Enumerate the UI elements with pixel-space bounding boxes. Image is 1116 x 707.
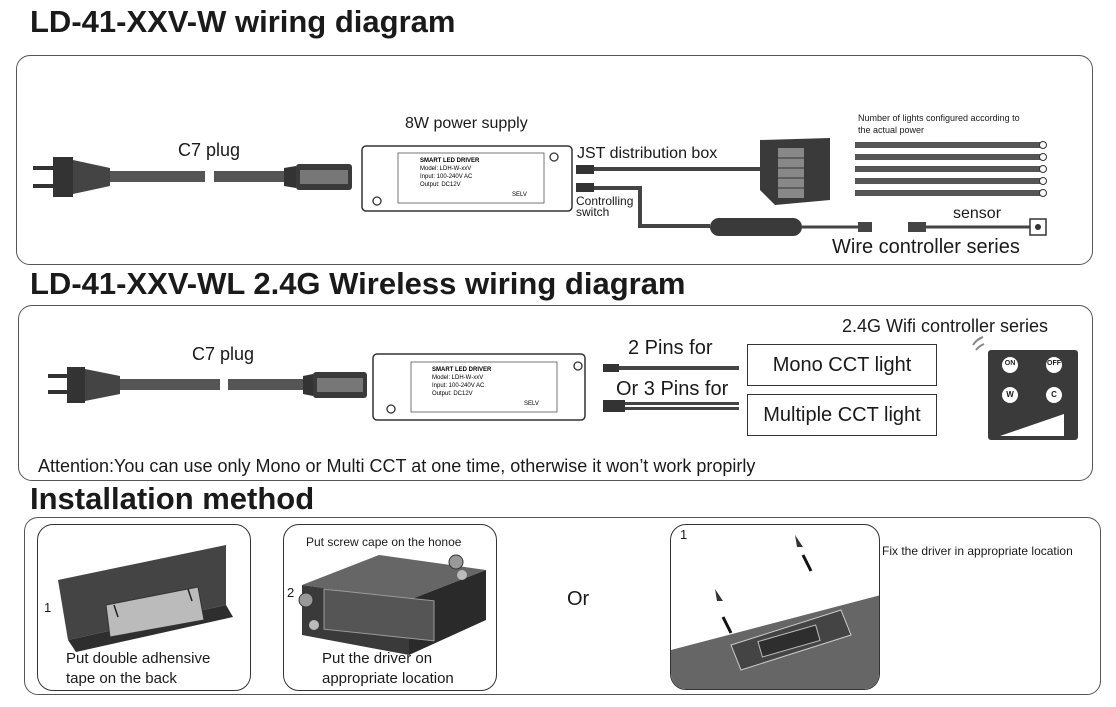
step1-text: Put double adhensive tape on the back	[66, 650, 211, 687]
step2-drawing	[298, 554, 486, 655]
mono-cct-light-box: Mono CCT light	[747, 344, 937, 386]
c7-plug-label-2: C7 plug	[192, 344, 255, 364]
svg-text:Output: DC12V: Output: DC12V	[420, 182, 461, 188]
remote-on-button: ON	[1004, 360, 1016, 367]
step2-text: Put the driver on appropriate location	[322, 650, 454, 687]
light-strips	[855, 141, 1047, 197]
svg-text:SMART LED DRIVER: SMART LED DRIVER	[432, 367, 492, 373]
lights-note-label: Number of lights configured according to…	[858, 113, 1020, 135]
svg-text:SELV: SELV	[524, 401, 539, 407]
wifi-series-label: 2.4G Wifi controller series	[842, 316, 1049, 336]
multi-cct-light-box: Multiple CCT light	[747, 394, 937, 436]
step3-text: Fix the driver in appropriate location	[882, 544, 1073, 558]
section3-panel	[24, 517, 1101, 695]
sensor-icon	[908, 218, 1047, 236]
power-supply-icon: SMART LED DRIVER Model: LDH-W-xxV Input:…	[361, 145, 573, 212]
wire-controller-icon	[710, 218, 872, 236]
jst-box-icon	[760, 138, 830, 205]
section2-panel	[18, 305, 1093, 481]
section1-title: LD-41-XXV-W wiring diagram	[30, 4, 456, 39]
sensor-label: sensor	[953, 205, 1002, 222]
or-label: Or	[567, 588, 590, 610]
step3-number: 1	[680, 527, 688, 542]
svg-text:Model: LDH-W-xxV: Model: LDH-W-xxV	[432, 375, 483, 381]
wire-controller-label: Wire controller series	[832, 236, 1020, 258]
c7-plug-label: C7 plug	[178, 140, 241, 160]
svg-text:Input: 100-240V AC: Input: 100-240V AC	[432, 383, 485, 389]
svg-text:Input: 100-240V AC: Input: 100-240V AC	[420, 174, 473, 180]
step2-top-text: Put screw cape on the honoe	[306, 535, 462, 549]
pins3-label: Or 3 Pins for	[616, 378, 729, 400]
section3-title: Installation method	[30, 481, 315, 516]
svg-text:Output: DC12V: Output: DC12V	[432, 391, 473, 397]
wifi-remote-icon	[972, 336, 1078, 440]
power-supply-label: 8W power supply	[405, 115, 528, 132]
svg-text:Model: LDH-W-xxV: Model: LDH-W-xxV	[420, 166, 471, 172]
attention-note: Attention:You can use only Mono or Multi…	[38, 456, 756, 476]
pins2-label: 2 Pins for	[628, 337, 713, 359]
remote-off-button: OFF	[1047, 360, 1061, 367]
step1-number: 1	[44, 600, 52, 615]
step3-card: 1	[670, 524, 880, 690]
step2-number: 2	[287, 585, 295, 600]
controlling-switch-label: Controlling switch	[576, 194, 634, 219]
power-supply-icon-2: SMART LED DRIVER Model: LDH-W-xxV Input:…	[372, 353, 586, 421]
section2-title: LD-41-XXV-WL 2.4G Wireless wiring diagra…	[30, 266, 686, 301]
remote-c-button: C	[1051, 390, 1057, 399]
jst-box-label: JST distribution box	[577, 145, 718, 162]
step2-card: Put screw cape on the honoe 2 Put the dr…	[283, 524, 497, 691]
step1-drawing	[58, 545, 233, 652]
c7-plug-icon-2	[48, 367, 120, 403]
svg-text:SELV: SELV	[512, 192, 527, 198]
step3-drawing	[671, 535, 879, 689]
section1-panel	[16, 55, 1093, 265]
step1-card: 1 Put double adhensive tape on the back	[37, 524, 251, 691]
svg-text:SMART LED DRIVER: SMART LED DRIVER	[420, 158, 480, 164]
remote-w-button: W	[1006, 390, 1014, 399]
c7-plug-icon	[33, 157, 110, 197]
